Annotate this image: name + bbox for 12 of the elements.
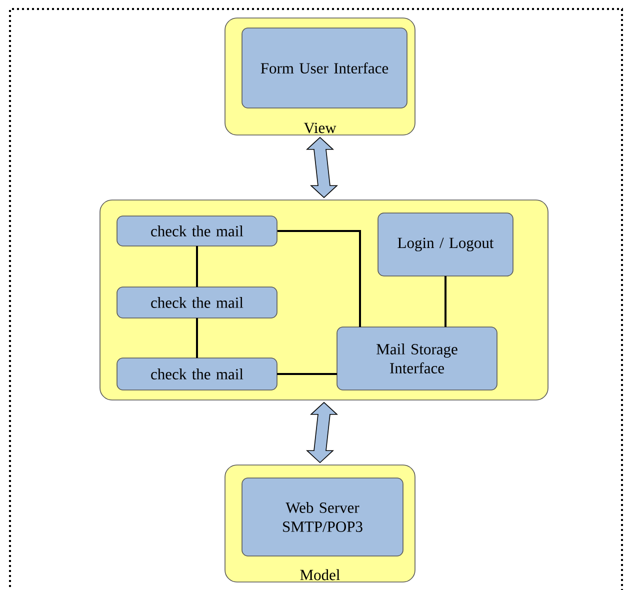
component-box: Login / Logout: [378, 212, 514, 276]
component-box: Form User Interface: [242, 28, 408, 108]
component-box: Mail Storage Interface: [336, 326, 498, 390]
connector-line: [277, 373, 337, 375]
connector-line: [196, 318, 198, 358]
connector-line: [277, 230, 361, 327]
connector-line: [444, 276, 446, 327]
component-box: Web Server SMTP/POP3: [242, 478, 404, 556]
component-box: check the mail: [116, 286, 278, 318]
connector-line: [196, 246, 198, 287]
component-box: check the mail: [116, 358, 278, 390]
component-box: check the mail: [116, 216, 278, 246]
